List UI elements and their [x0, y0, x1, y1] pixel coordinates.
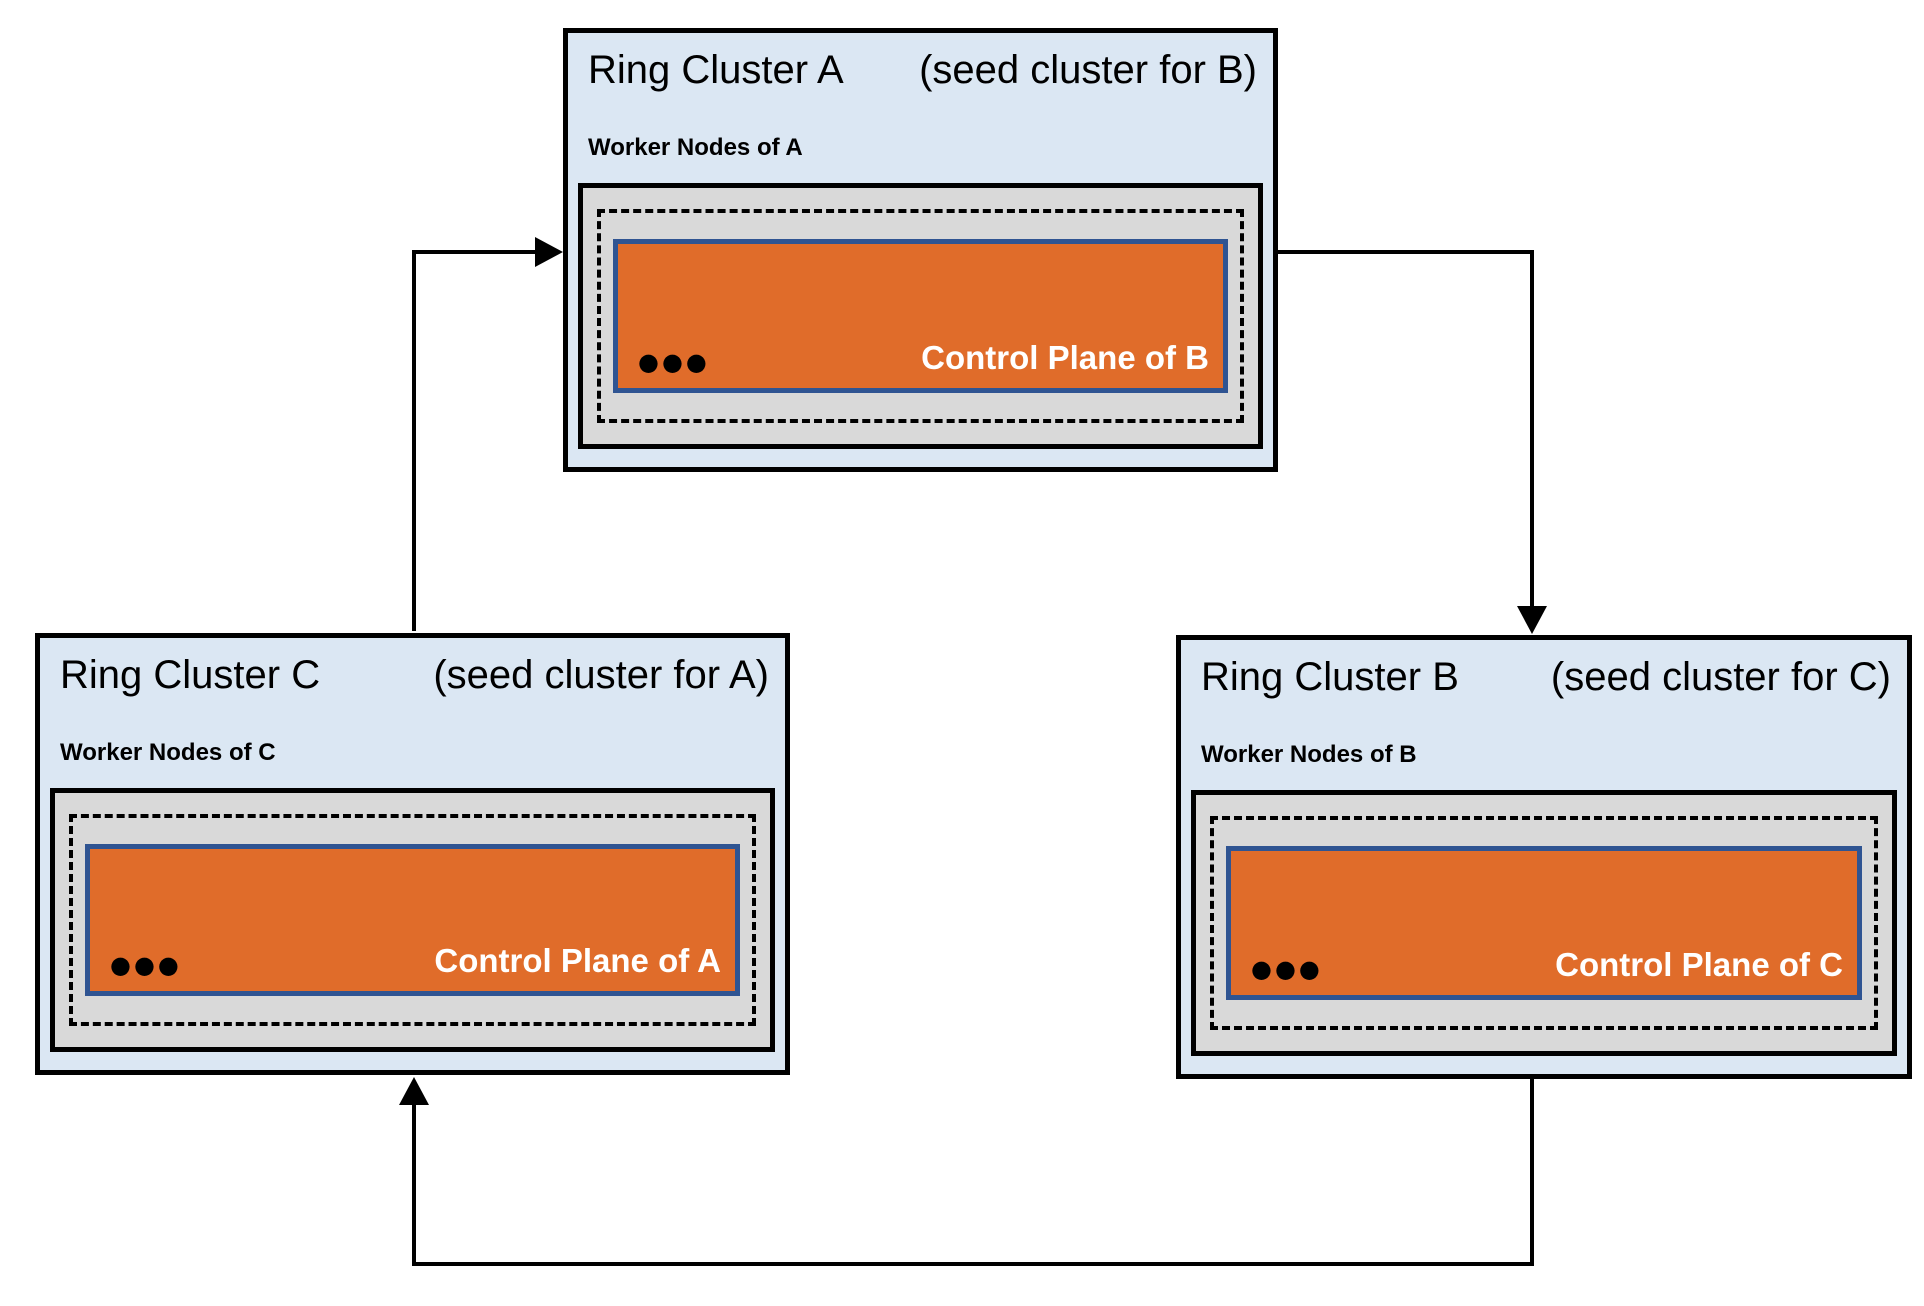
- cluster-c-worker-nodes-box: ●●● Control Plane of A: [50, 788, 775, 1052]
- cluster-a-dashed-boundary: ●●● Control Plane of B: [597, 209, 1244, 423]
- cluster-a-title-row: Ring Cluster A (seed cluster for B): [588, 45, 1257, 95]
- cluster-b-subtitle: (seed cluster for C): [1550, 655, 1891, 699]
- arrow-a-to-b-line: [1278, 250, 1534, 608]
- ellipsis-icon: ●●●: [1251, 955, 1323, 983]
- ring-cluster-c-box: Ring Cluster C (seed cluster for A) Work…: [35, 633, 790, 1075]
- cluster-c-worker-nodes-label: Worker Nodes of C: [60, 739, 276, 766]
- cluster-b-title: Ring Cluster B: [1201, 655, 1459, 699]
- cluster-b-control-plane-box: ●●● Control Plane of C: [1226, 846, 1862, 1000]
- cluster-c-control-plane-box: ●●● Control Plane of A: [85, 844, 740, 996]
- ellipsis-icon: ●●●: [638, 348, 710, 376]
- cluster-c-title-row: Ring Cluster C (seed cluster for A): [60, 650, 769, 700]
- arrow-a-to-b-head: [1517, 606, 1547, 634]
- arrow-c-to-a-line: [412, 250, 536, 631]
- arrow-b-to-c-line: [412, 1077, 1534, 1266]
- cluster-a-title: Ring Cluster A: [588, 48, 844, 92]
- cluster-b-title-row: Ring Cluster B (seed cluster for C): [1201, 652, 1891, 702]
- cluster-c-dashed-boundary: ●●● Control Plane of A: [69, 814, 756, 1026]
- cluster-a-control-plane-label: Control Plane of B: [921, 339, 1209, 377]
- ellipsis-icon: ●●●: [110, 951, 182, 979]
- cluster-a-worker-nodes-box: ●●● Control Plane of B: [578, 183, 1263, 449]
- cluster-c-title: Ring Cluster C: [60, 653, 321, 697]
- cluster-c-subtitle: (seed cluster for A): [433, 653, 769, 697]
- cluster-a-subtitle: (seed cluster for B): [919, 48, 1257, 92]
- cluster-c-control-plane-label: Control Plane of A: [434, 942, 721, 980]
- ring-cluster-a-box: Ring Cluster A (seed cluster for B) Work…: [563, 28, 1278, 472]
- cluster-b-worker-nodes-label: Worker Nodes of B: [1201, 741, 1417, 768]
- arrow-b-to-c: [399, 1077, 1534, 1266]
- cluster-b-worker-nodes-box: ●●● Control Plane of C: [1191, 790, 1897, 1056]
- arrow-c-to-a-head: [535, 237, 563, 267]
- cluster-a-control-plane-box: ●●● Control Plane of B: [613, 239, 1228, 393]
- cluster-b-dashed-boundary: ●●● Control Plane of C: [1210, 816, 1878, 1030]
- arrow-a-to-b: [1278, 250, 1547, 634]
- arrow-c-to-a: [412, 237, 563, 631]
- arrow-b-to-c-head: [399, 1077, 429, 1105]
- cluster-b-control-plane-label: Control Plane of C: [1555, 946, 1843, 984]
- ring-cluster-b-box: Ring Cluster B (seed cluster for C) Work…: [1176, 635, 1912, 1079]
- cluster-a-worker-nodes-label: Worker Nodes of A: [588, 134, 803, 161]
